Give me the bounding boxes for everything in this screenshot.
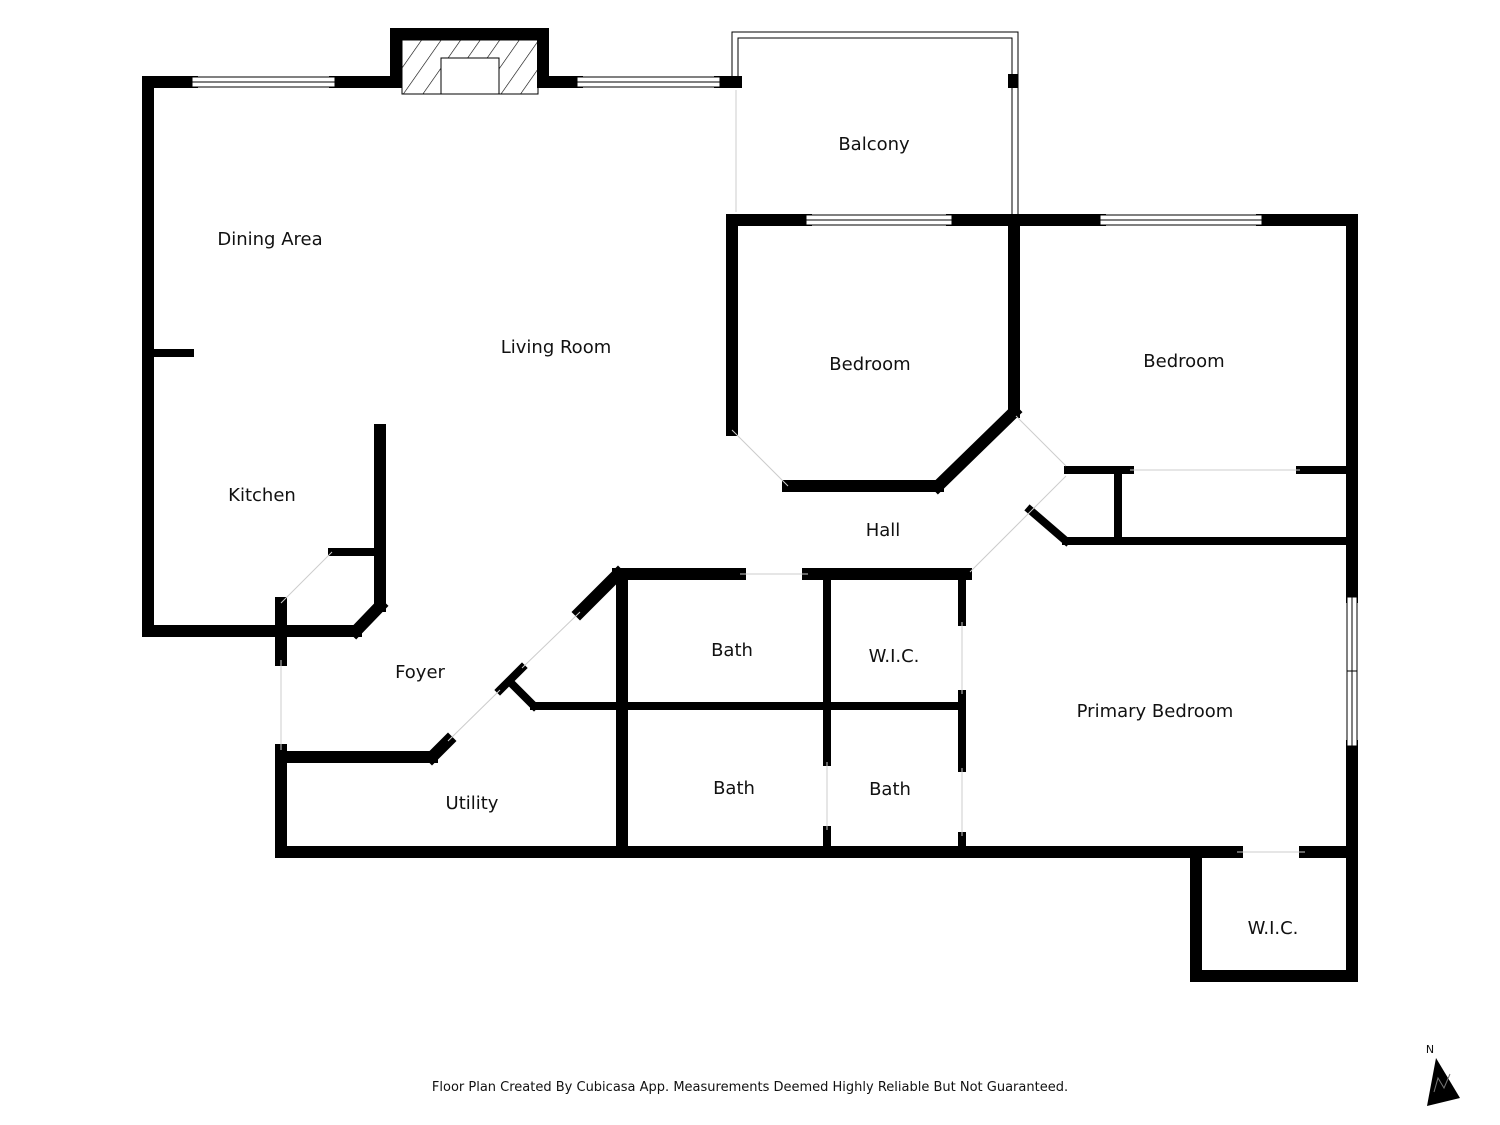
north-label: N: [1426, 1043, 1434, 1056]
fireplace: [401, 39, 539, 95]
balcony-railing: [731, 31, 1019, 220]
label-balcony: Balcony: [838, 134, 910, 155]
label-utility: Utility: [446, 793, 499, 814]
room-labels: Balcony Dining Area Living Room Bedroom …: [217, 134, 1298, 939]
label-wic-1: W.I.C.: [869, 646, 920, 667]
label-bath-1: Bath: [711, 640, 753, 661]
label-dining-area: Dining Area: [217, 229, 322, 250]
label-foyer: Foyer: [395, 662, 445, 683]
label-primary-bedroom: Primary Bedroom: [1077, 701, 1234, 722]
footer-disclaimer: Floor Plan Created By Cubicasa App. Meas…: [432, 1080, 1068, 1095]
label-wic-2: W.I.C.: [1248, 918, 1299, 939]
north-arrow-icon: N: [1426, 1043, 1460, 1106]
label-bath-2: Bath: [713, 778, 755, 799]
windows: [191, 76, 1358, 747]
openings: [280, 90, 1305, 853]
label-kitchen: Kitchen: [228, 485, 296, 506]
walls: [142, 28, 1358, 982]
label-living-room: Living Room: [501, 337, 612, 358]
label-bath-3: Bath: [869, 779, 911, 800]
label-hall: Hall: [866, 520, 901, 541]
label-bedroom-2: Bedroom: [1143, 351, 1224, 372]
label-bedroom-1: Bedroom: [829, 354, 910, 375]
